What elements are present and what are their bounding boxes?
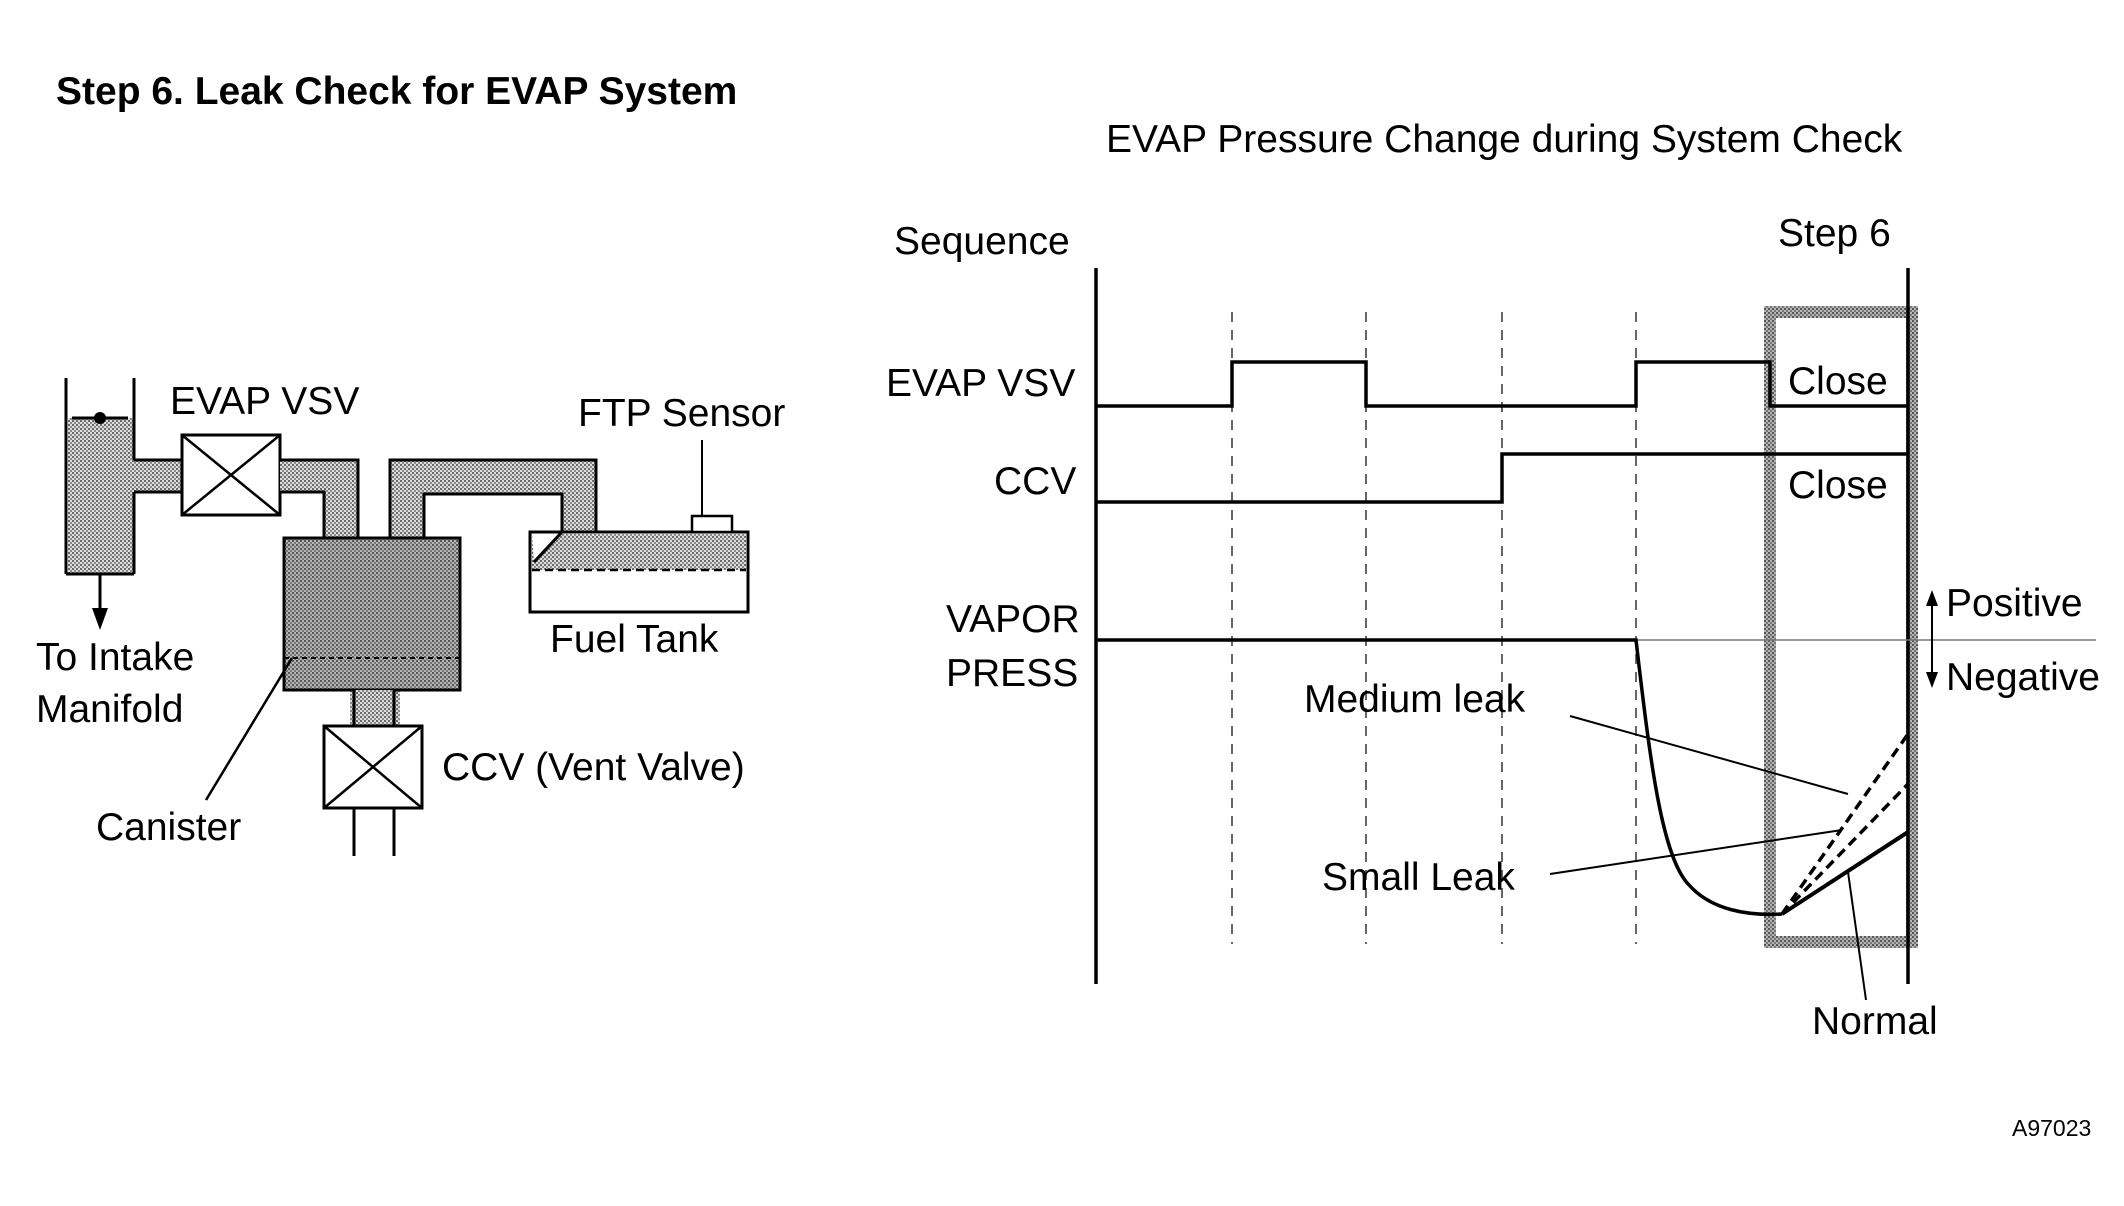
positive-label: Positive [1946, 582, 2083, 625]
evap-schematic: EVAP VSV FTP Sensor To Intake Manifold F… [36, 378, 785, 856]
intake-arrow [92, 608, 108, 630]
pressure-direction-arrows-icon [1926, 590, 1938, 688]
evap-vsv-valve-icon [180, 433, 282, 517]
medium-leak-label: Medium leak [1304, 678, 1526, 721]
step-dividers [1231, 312, 1637, 944]
label-manifold: Manifold [36, 688, 183, 731]
timing-title: EVAP Pressure Change during System Check [1106, 118, 1903, 161]
row-label-evap-vsv: EVAP VSV [886, 362, 1075, 405]
label-canister: Canister [96, 806, 241, 849]
canister-leader [204, 657, 294, 801]
ccv-vent-valve-icon [322, 724, 424, 856]
small-leak-label: Small Leak [1322, 856, 1515, 899]
label-to-intake: To Intake [36, 636, 194, 679]
medium-leak-leader [1569, 715, 1849, 795]
evap-vsv-close-label: Close [1788, 360, 1888, 403]
row-label-vapor: VAPOR [946, 598, 1080, 641]
row-label-press: PRESS [946, 652, 1078, 695]
throttle-marker [94, 412, 106, 424]
normal-leader [1847, 871, 1867, 1001]
normal-recovery-line [1780, 830, 1910, 916]
ftp-sensor-icon [690, 440, 734, 534]
ccv-trace [1096, 452, 1908, 504]
label-ftp-sensor: FTP Sensor [578, 392, 785, 435]
medium-leak-line [1780, 732, 1910, 916]
label-fuel-tank: Fuel Tank [550, 618, 719, 661]
step6-label: Step 6 [1778, 212, 1891, 255]
fuel-tank-icon [528, 530, 750, 614]
label-ccv-vent-valve: CCV (Vent Valve) [442, 746, 745, 789]
small-leak-leader [1549, 829, 1843, 875]
negative-label: Negative [1946, 656, 2100, 699]
ccv-close-label: Close [1788, 464, 1888, 507]
figure-code: A97023 [2012, 1115, 2091, 1141]
row-label-ccv: CCV [994, 460, 1076, 503]
page-heading: Step 6. Leak Check for EVAP System [56, 70, 737, 113]
timing-chart: EVAP Pressure Change during System Check… [886, 118, 2100, 1043]
small-leak-line [1780, 782, 1910, 916]
vapor-pressure-trace [1096, 638, 1783, 917]
intake-column [68, 418, 134, 574]
normal-label: Normal [1812, 1000, 1938, 1043]
step6-highlight-band [1764, 306, 1918, 948]
evap-vsv-trace [1096, 360, 1908, 408]
sequence-label: Sequence [894, 220, 1070, 263]
canister-icon [282, 536, 462, 692]
label-evap-vsv: EVAP VSV [170, 380, 359, 423]
